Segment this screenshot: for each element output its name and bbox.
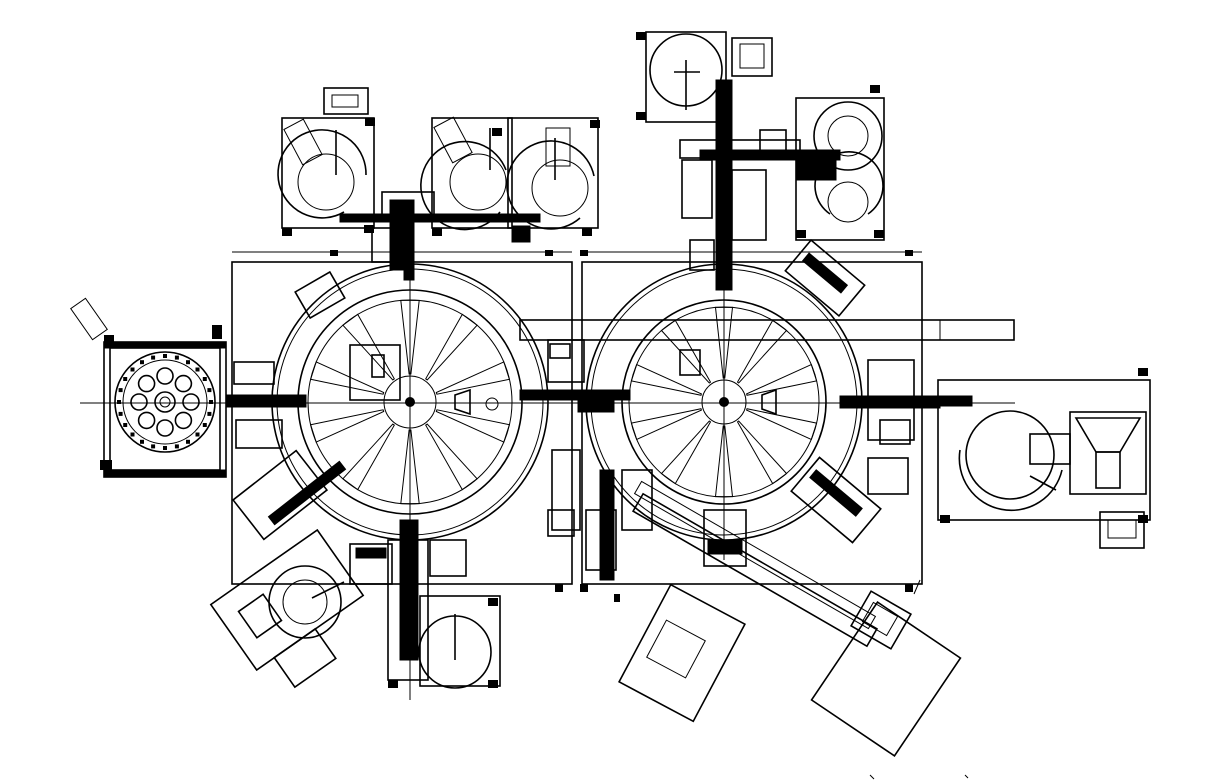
index-tooth <box>163 354 167 358</box>
collection-box-left <box>618 583 746 723</box>
station-left-lower <box>231 270 347 541</box>
index-tooth <box>123 423 128 427</box>
vibratory-feeder-top-right <box>506 117 600 236</box>
index-tooth <box>151 444 156 449</box>
turntable-spoke <box>736 420 788 485</box>
index-tooth <box>202 423 207 427</box>
index-tooth <box>195 367 200 372</box>
collection-box-right <box>810 590 962 757</box>
index-tooth <box>117 400 121 404</box>
turntable-spoke <box>400 299 420 375</box>
index-tooth <box>163 446 167 450</box>
turntable-spoke <box>660 319 712 384</box>
turntable-spoke <box>309 409 385 443</box>
vibratory-feeder-top-middle <box>420 116 513 236</box>
index-tooth <box>140 439 144 444</box>
index-tooth <box>195 432 200 437</box>
detail-marks <box>614 594 969 780</box>
index-tooth <box>186 439 190 444</box>
index-pocket <box>174 411 193 430</box>
station-right-lower <box>790 456 909 544</box>
turntable-spoke <box>435 409 511 443</box>
index-tooth <box>140 360 144 365</box>
turntable-spoke <box>342 313 395 381</box>
turntable-spoke <box>425 313 478 381</box>
feed-rail-top-left <box>339 191 541 281</box>
index-tooth <box>209 400 213 404</box>
hopper-feeder-right <box>911 368 1151 549</box>
index-pocket <box>156 419 174 437</box>
turntable-spoke <box>309 361 385 395</box>
index-tooth <box>118 411 123 416</box>
index-pocket <box>130 393 148 411</box>
transfer-beam <box>519 319 1015 341</box>
index-tooth <box>118 388 123 393</box>
vibratory-feeder-top-left <box>277 87 375 236</box>
turntable-spoke <box>714 306 734 379</box>
index-tooth <box>123 377 128 381</box>
index-tooth <box>174 444 179 449</box>
turntable-spoke <box>714 425 734 498</box>
turntable-spoke <box>746 408 818 441</box>
index-pocket <box>137 411 156 430</box>
station-right-upper <box>784 239 866 317</box>
vibratory-feeder-bottom-center <box>349 519 501 689</box>
index-pocket <box>156 367 174 385</box>
turntable-spoke <box>630 408 702 441</box>
index-pocket <box>182 393 200 411</box>
index-tooth <box>207 388 212 393</box>
index-tooth <box>186 360 190 365</box>
index-tooth <box>151 355 156 360</box>
vibratory-feeder-bottom-left <box>209 528 365 689</box>
index-pocket <box>137 374 156 393</box>
indexing-station-left <box>70 297 307 478</box>
turntable-spoke <box>746 363 818 396</box>
turntable-spoke <box>342 423 395 491</box>
turntable-spoke <box>736 319 788 384</box>
index-tooth <box>130 432 135 437</box>
index-tooth <box>130 367 135 372</box>
index-tooth <box>174 355 179 360</box>
vibratory-feeder-top-center <box>636 31 841 291</box>
turntable-spoke <box>435 361 511 395</box>
vibratory-feeder-right-upper <box>795 85 885 241</box>
index-tooth <box>202 377 207 381</box>
index-tooth <box>207 411 212 416</box>
turntable-spoke <box>425 423 478 491</box>
turntable-spoke <box>400 429 420 505</box>
index-pocket <box>174 374 193 393</box>
turntable-spoke <box>630 363 702 396</box>
bridge-station <box>519 339 631 537</box>
turntable-spoke <box>660 420 712 485</box>
